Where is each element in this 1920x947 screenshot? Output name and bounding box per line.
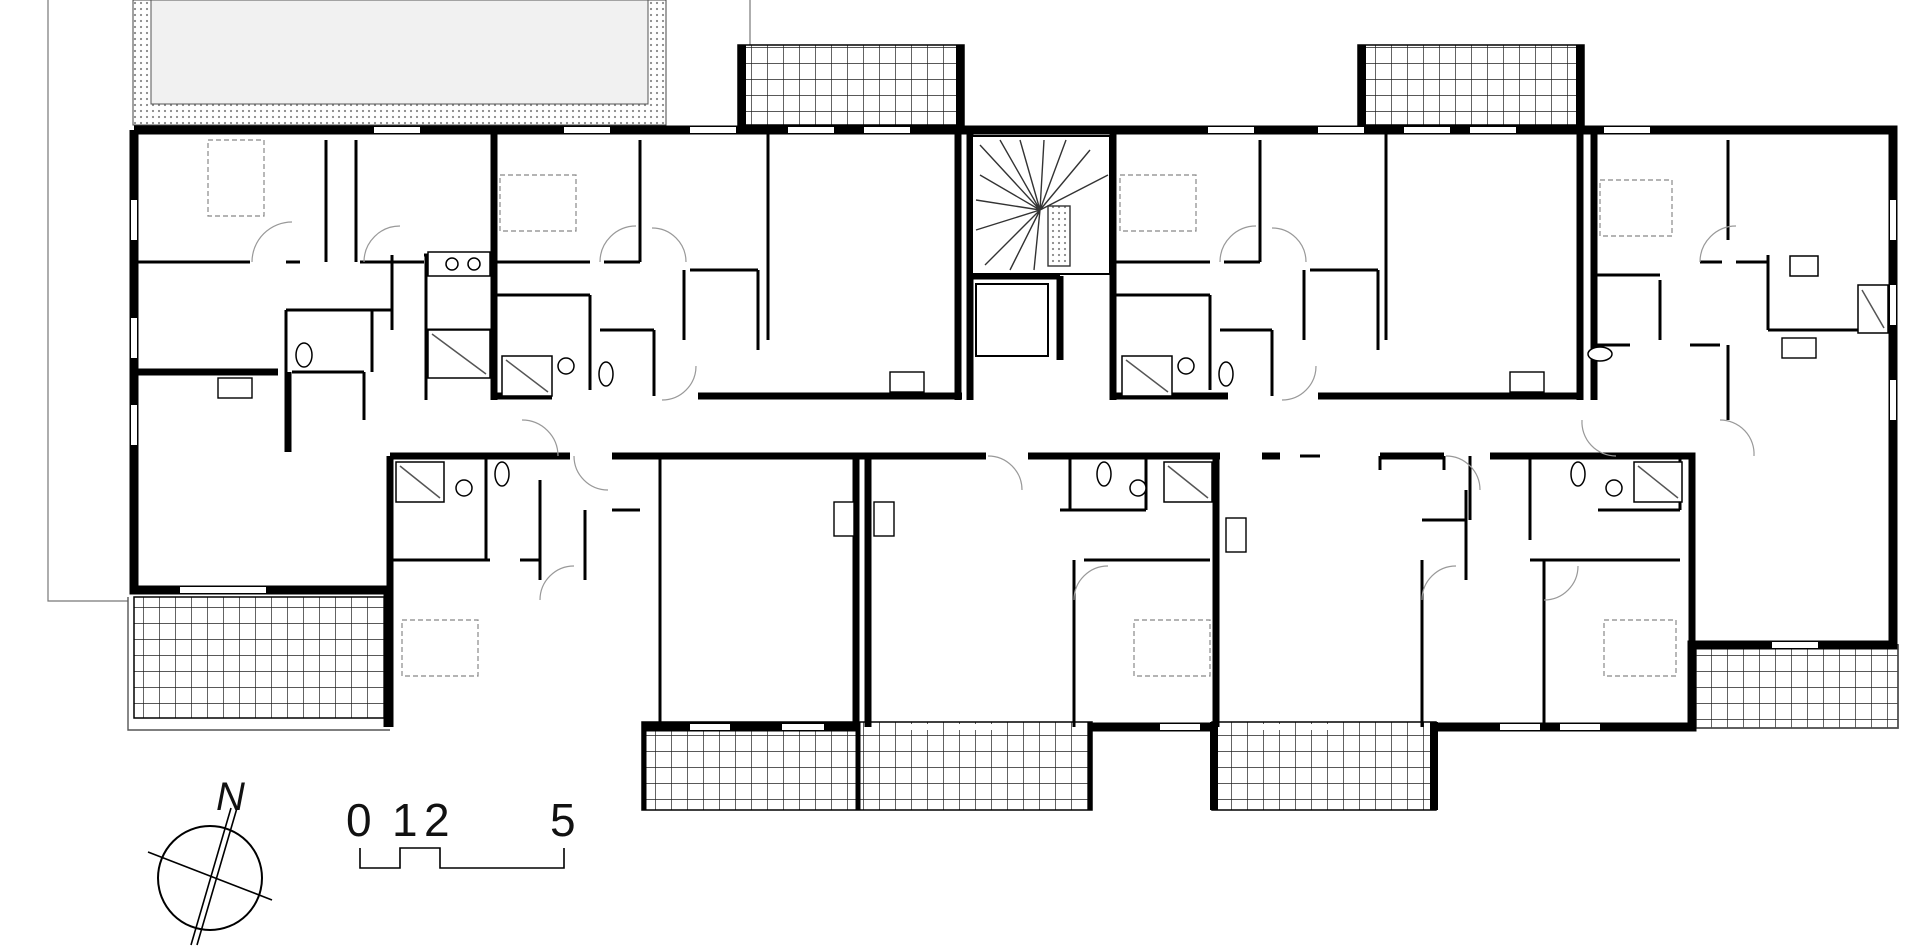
door-swings: [251, 221, 1755, 601]
balcony-southwest: [127, 596, 390, 731]
north-label: N: [216, 775, 245, 819]
balcony-south-1: [641, 721, 1093, 811]
balcony-north-1: [737, 44, 965, 126]
balcony-southeast: [1691, 644, 1899, 729]
balcony-south-2: [1210, 721, 1438, 811]
kitchen-sinks: [217, 337, 1817, 553]
balcony-north-2: [1357, 44, 1585, 126]
scale-label-2: 2: [424, 794, 450, 846]
north-arrow: N: [147, 775, 273, 946]
scale-label-1: 1: [392, 794, 418, 846]
scale-bar: 0 1 2 5: [346, 794, 576, 869]
beds: [207, 139, 1677, 677]
bath-fixtures: [295, 251, 1889, 503]
windows: [131, 127, 1896, 730]
courtyard: [132, 0, 667, 126]
scale-label-5: 5: [550, 794, 576, 846]
site-boundary: [47, 0, 751, 602]
stair: [971, 135, 1111, 357]
scale-label-0: 0: [346, 794, 372, 846]
